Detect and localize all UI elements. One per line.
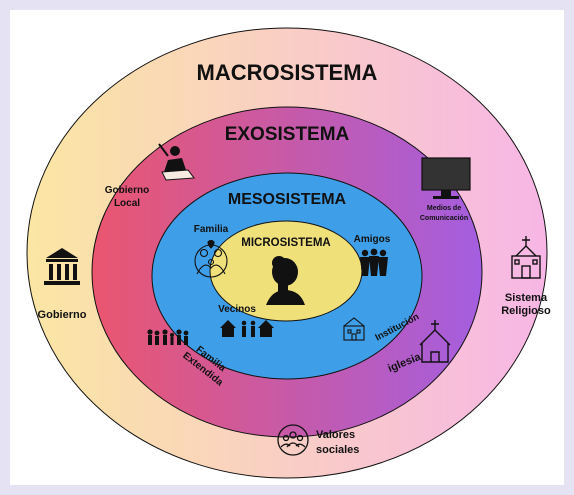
valores-sociales-label-line1: Valores <box>316 429 355 441</box>
speaker-podium-icon <box>158 143 195 181</box>
neighbors-houses-icon <box>220 320 274 337</box>
extended-family-icon <box>147 329 189 345</box>
familia-label: Familia <box>194 224 229 235</box>
friends-group-icon <box>360 248 388 276</box>
church-outline-icon <box>419 320 451 363</box>
government-building-icon <box>44 248 80 285</box>
child-silhouette-icon <box>266 256 305 305</box>
diagram-card: MACROSISTEMA EXOSISTEMA MESOSISTEMA MICR… <box>10 10 564 485</box>
gobierno-local-label-line1: Gobierno <box>105 185 149 196</box>
social-values-icon <box>277 424 309 456</box>
tv-monitor-icon <box>421 157 471 199</box>
ecological-systems-diagram: MACROSISTEMA EXOSISTEMA MESOSISTEMA MICR… <box>26 27 551 479</box>
microsystem-title: MICROSISTEMA <box>241 237 330 249</box>
gobierno-local-label-line2: Local <box>114 198 140 209</box>
mesosystem-title: MESOSISTEMA <box>228 191 347 208</box>
sistema-religioso-label-line2: Religioso <box>501 305 551 317</box>
amigos-label: Amigos <box>354 234 391 245</box>
family-icon <box>194 239 228 278</box>
church-building-icon <box>511 236 541 279</box>
macrosystem-title: MACROSISTEMA <box>197 60 378 85</box>
valores-sociales-label-line2: sociales <box>316 444 359 456</box>
exosystem-title: EXOSISTEMA <box>225 124 350 145</box>
institution-building-icon <box>343 317 365 341</box>
medios-label-line1: Medios de <box>427 205 461 212</box>
medios-label-line2: Comunicación <box>420 215 468 222</box>
sistema-religioso-label-line1: Sistema <box>505 292 548 304</box>
gobierno-label: Gobierno <box>38 309 87 321</box>
vecinos-label: Vecinos <box>218 304 256 315</box>
